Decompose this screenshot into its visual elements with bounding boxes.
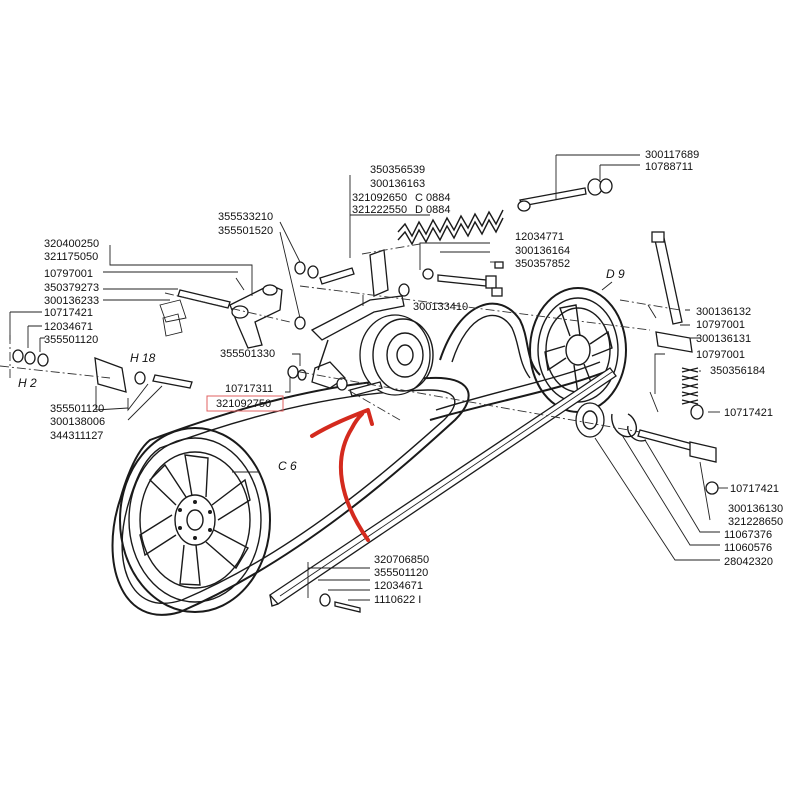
label-321228650[interactable]: 321228650 <box>728 516 783 528</box>
label-321092750[interactable]: 321092750 <box>216 398 271 410</box>
label-300136164[interactable]: 300136164 <box>515 245 570 257</box>
small-block <box>162 313 183 337</box>
label-11106221[interactable]: 1110622 I <box>374 594 421 606</box>
label-355501520[interactable]: 355501520 <box>218 225 273 237</box>
label-355533210[interactable]: 355533210 <box>218 211 273 223</box>
label-321092650-suffix: C 0884 <box>415 192 450 204</box>
label-h2: H 2 <box>18 376 37 390</box>
center-lines <box>0 243 681 433</box>
label-355501330[interactable]: 355501330 <box>220 348 275 360</box>
bearing-rings <box>575 402 647 442</box>
label-320400250[interactable]: 320400250 <box>44 238 99 250</box>
label-321222550-suffix: D 0884 <box>415 204 450 216</box>
label-321222550[interactable]: 321222550 <box>352 204 407 216</box>
label-321092650[interactable]: 321092650 <box>352 192 407 204</box>
label-321175050[interactable]: 321175050 <box>44 251 98 263</box>
highlight-box <box>206 395 284 412</box>
label-12034671-a[interactable]: 12034671 <box>44 321 93 333</box>
left-bracket <box>94 284 283 393</box>
label-300136130[interactable]: 300136130 <box>728 503 783 515</box>
label-11060576[interactable]: 11060576 <box>724 542 772 554</box>
label-300136131[interactable]: 300136131 <box>696 333 751 345</box>
label-344311127[interactable]: 344311127 <box>50 430 103 442</box>
pulley-c6 <box>119 427 271 613</box>
red-annotation-arrow <box>310 408 374 542</box>
label-350356184[interactable]: 350356184 <box>710 365 765 377</box>
label-10797001-c[interactable]: 10797001 <box>696 349 745 361</box>
label-350357852[interactable]: 350357852 <box>515 258 570 270</box>
leader-lines <box>9 154 728 601</box>
label-h18: H 18 <box>130 351 156 365</box>
label-10797001-b[interactable]: 10797001 <box>696 319 745 331</box>
label-300133410[interactable]: 300133410 <box>413 301 468 313</box>
idler-pulley <box>359 314 434 396</box>
label-10717421-b[interactable]: 10717421 <box>724 407 773 419</box>
label-300117689[interactable]: 300117689 <box>645 149 699 161</box>
pins-and-bolts <box>235 187 717 613</box>
label-350356539[interactable]: 350356539 <box>370 164 425 176</box>
label-10717311[interactable]: 10717311 <box>225 383 273 395</box>
label-10717421-c[interactable]: 10717421 <box>730 483 779 495</box>
springs <box>397 209 699 405</box>
label-10788711[interactable]: 10788711 <box>645 161 693 173</box>
tensioner-arm <box>310 249 405 389</box>
label-355501120-a[interactable]: 355501120 <box>44 334 98 346</box>
part-labels: 350356539 300136163 321092650 C 0884 321… <box>18 149 783 606</box>
label-12034771[interactable]: 12034771 <box>515 231 564 243</box>
label-12034671-b[interactable]: 12034671 <box>374 580 423 592</box>
label-d9: D 9 <box>606 267 625 281</box>
label-355501120-b[interactable]: 355501120 <box>50 403 104 415</box>
label-300136163[interactable]: 300136163 <box>370 178 425 190</box>
guide-bar <box>269 367 617 607</box>
label-11067376[interactable]: 11067376 <box>724 529 772 541</box>
label-28042320[interactable]: 28042320 <box>724 556 773 568</box>
label-320706850[interactable]: 320706850 <box>374 554 429 566</box>
label-300138006[interactable]: 300138006 <box>50 416 105 428</box>
drive-belt-d9 <box>429 302 611 421</box>
label-10797001-a[interactable]: 10797001 <box>44 268 93 280</box>
label-355501120-c[interactable]: 355501120 <box>374 567 428 579</box>
label-350379273[interactable]: 350379273 <box>44 282 99 294</box>
label-300136132[interactable]: 300136132 <box>696 306 751 318</box>
label-10717421-a[interactable]: 10717421 <box>44 307 93 319</box>
label-300136233[interactable]: 300136233 <box>44 295 99 307</box>
label-c6: C 6 <box>278 459 297 473</box>
